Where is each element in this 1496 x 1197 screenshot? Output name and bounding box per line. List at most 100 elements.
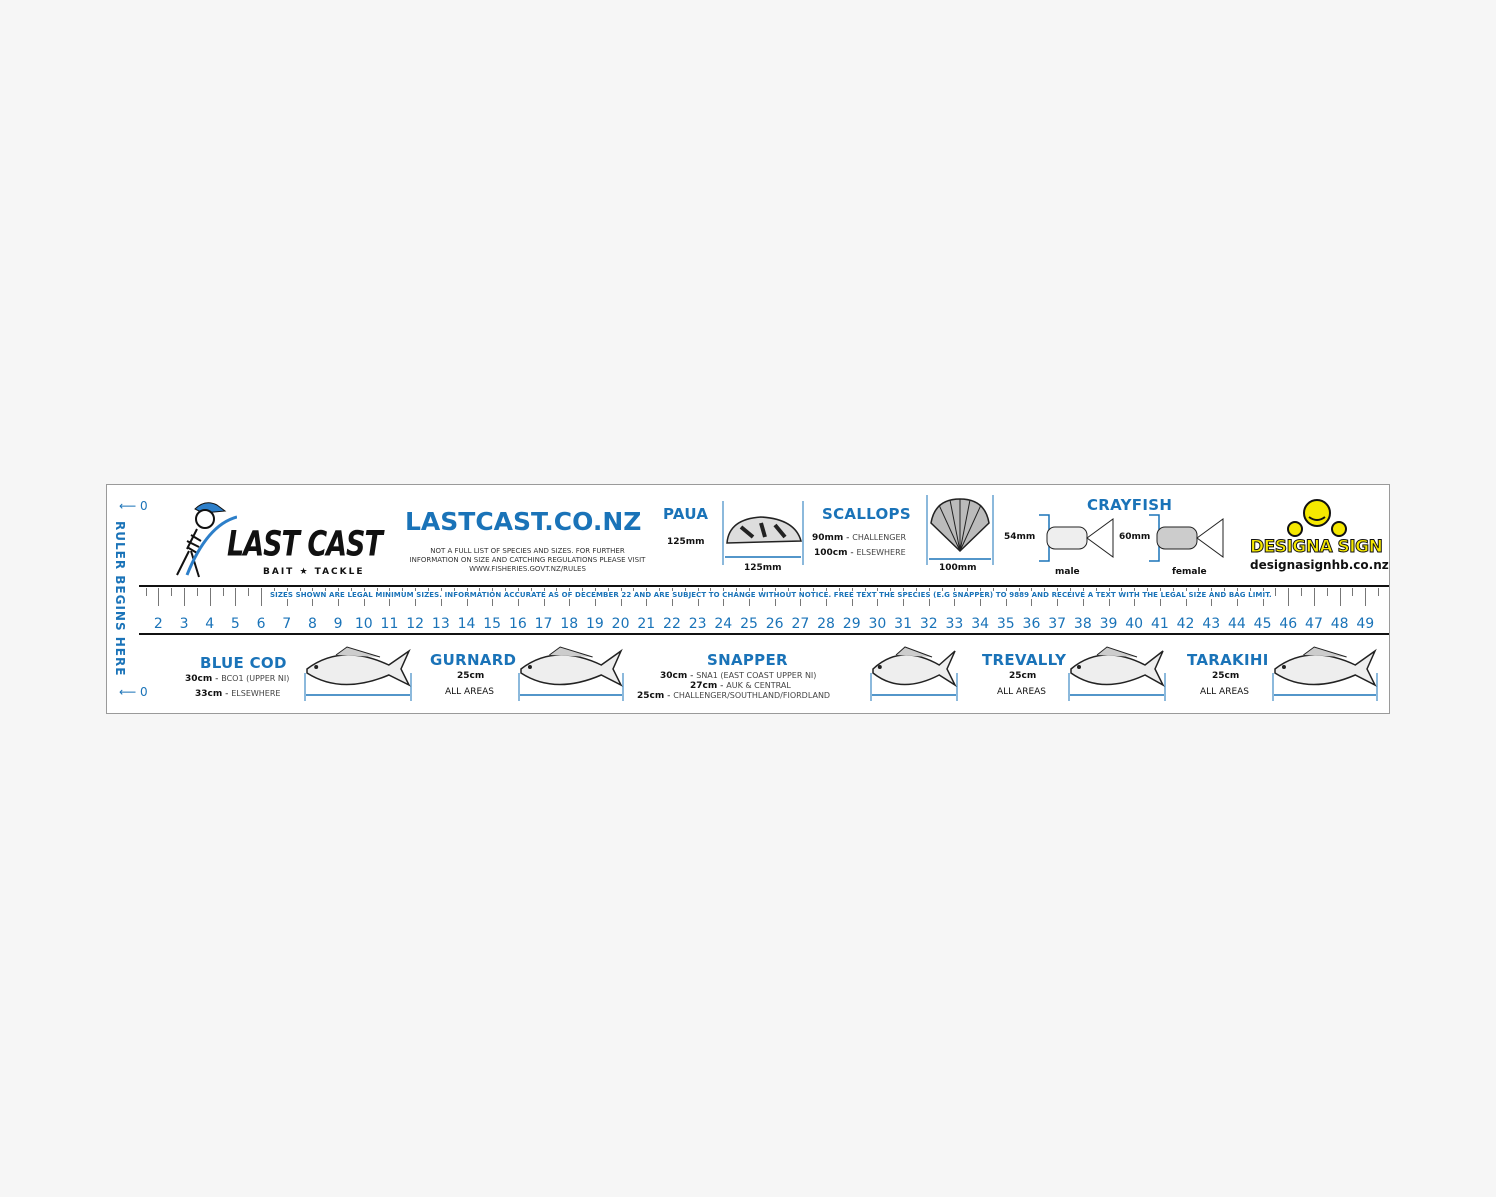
half-cm-tick [1275, 588, 1277, 596]
ruler-number: 37 [1048, 616, 1067, 632]
ruler-number: 14 [457, 616, 476, 632]
trevally-size: 25cm [1009, 671, 1037, 681]
half-cm-tick [1301, 588, 1303, 596]
ruler-number: 6 [256, 616, 266, 632]
website-link[interactable]: LASTCAST.CO.NZ [405, 507, 642, 536]
ruler-number: 38 [1073, 616, 1092, 632]
sponsor-url[interactable]: designasignhb.co.nz [1250, 558, 1389, 572]
trevally-illustration [1067, 643, 1167, 707]
tarakihi-size: 25cm [1212, 671, 1240, 681]
logo-subtitle: BAIT ★ TACKLE [263, 567, 365, 577]
half-cm-tick [171, 588, 173, 596]
ruler-number: 32 [919, 616, 938, 632]
half-cm-tick [1326, 588, 1328, 596]
ruler-number: 42 [1176, 616, 1195, 632]
ruler-number: 16 [508, 616, 527, 632]
blue-cod-rule: 30cm - BCO1 (UPPER NI) [185, 674, 290, 684]
scallops-measure: 100mm [939, 563, 977, 573]
ruler-number: 36 [1022, 616, 1041, 632]
ruler-number: 12 [406, 616, 425, 632]
blue-cod-title: BLUE COD [200, 654, 287, 672]
ruler-number: 40 [1125, 616, 1144, 632]
ruler-bottom-line [139, 633, 1389, 635]
crayfish-title: CRAYFISH [1087, 496, 1173, 514]
ruler-number: 5 [230, 616, 240, 632]
ruler-number: 7 [282, 616, 292, 632]
ruler-number: 13 [431, 616, 450, 632]
zero-mark-bottom: ⟵ 0 [119, 685, 148, 699]
half-cm-tick [145, 588, 147, 596]
crayfish-female-label: female [1172, 567, 1207, 577]
paua-title: PAUA [663, 505, 709, 523]
tarakihi-area: ALL AREAS [1200, 687, 1250, 697]
zero-mark-top: ⟵ 0 [119, 499, 148, 513]
half-cm-tick [1378, 588, 1380, 596]
scallops-rule: 100cm - ELSEWHERE [814, 548, 906, 558]
ruler-number: 8 [307, 616, 317, 632]
fish-measuring-ruler: ⟵ 0 RULER BEGINS HERE ⟵ 0 LAST CAST BAIT… [106, 484, 1390, 714]
ruler-top-line [139, 585, 1389, 587]
cm-tick [1313, 588, 1315, 606]
ruler-number: 3 [179, 616, 189, 632]
cm-tick [235, 588, 237, 606]
cm-tick [261, 588, 263, 606]
tarakihi-illustration [1271, 643, 1379, 707]
snapper-illustration [869, 643, 959, 707]
ruler-number: 43 [1202, 616, 1221, 632]
ruler-number: 26 [765, 616, 784, 632]
ruler-number: 46 [1279, 616, 1298, 632]
half-cm-tick [196, 588, 198, 596]
ruler-number: 10 [354, 616, 373, 632]
trevally-area: ALL AREAS [997, 687, 1047, 697]
crayfish-male-size: 54mm [1004, 532, 1036, 542]
zero-label: 0 [140, 685, 148, 699]
paua-illustration [722, 501, 804, 565]
last-cast-logo: LAST CAST BAIT ★ TACKLE [157, 495, 397, 580]
ruler-number: 11 [380, 616, 399, 632]
ruler-number: 44 [1227, 616, 1246, 632]
ruler-number: 4 [205, 616, 215, 632]
ruler-number: 34 [971, 616, 990, 632]
snapper-rule: 30cm - SNA1 (EAST COAST UPPER NI) [660, 671, 817, 681]
ruler-number: 2 [153, 616, 163, 632]
logo-text: LAST CAST [227, 524, 383, 565]
ruler-number: 28 [817, 616, 835, 632]
gurnard-size: 25cm [457, 671, 485, 681]
sponsor-logo-text: DESIGNA SIGN [1249, 537, 1383, 558]
half-cm-tick [1352, 588, 1354, 596]
skeleton-fisherman-icon [176, 502, 237, 578]
ruler-number: 24 [714, 616, 733, 632]
snapper-title: SNAPPER [707, 651, 788, 669]
cm-tick [209, 588, 211, 606]
ruler-number: 30 [868, 616, 887, 632]
cm-tick [158, 588, 160, 606]
crayfish-female-size: 60mm [1119, 532, 1151, 542]
smiley-thumbs-up-icon [1287, 499, 1347, 537]
disclaimer-text: NOT A FULL LIST OF SPECIES AND SIZES. FO… [409, 547, 646, 573]
zero-label: 0 [140, 499, 148, 513]
half-cm-tick [248, 588, 250, 596]
trevally-title: TREVALLY [982, 651, 1067, 669]
legal-notice: SIZES SHOWN ARE LEGAL MINIMUM SIZES. INF… [269, 591, 1273, 599]
crayfish-male-illustration [1039, 514, 1114, 562]
ruler-number: 29 [842, 616, 861, 632]
ruler-number: 22 [663, 616, 681, 632]
scallop-illustration [926, 495, 994, 565]
tarakihi-title: TARAKIHI [1187, 651, 1269, 669]
ruler-number: 17 [534, 616, 553, 632]
ruler-number: 23 [688, 616, 707, 632]
ruler-number: 49 [1356, 616, 1375, 632]
scallops-rule: 90mm - CHALLENGER [812, 533, 907, 543]
ruler-number: 15 [483, 616, 502, 632]
ruler-number: 31 [894, 616, 912, 632]
blue-cod-rule: 33cm - ELSEWHERE [195, 689, 281, 699]
snapper-rule: 27cm - AUK & CENTRAL [690, 681, 791, 691]
gurnard-title: GURNARD [430, 651, 517, 669]
blue-cod-illustration [303, 643, 413, 707]
ruler-number: 25 [740, 616, 758, 632]
ruler-number: 27 [791, 616, 810, 632]
paua-size: 125mm [667, 537, 705, 547]
ruler-number: 18 [560, 616, 579, 632]
ruler-number: 41 [1150, 616, 1169, 632]
ruler-number: 19 [585, 616, 604, 632]
